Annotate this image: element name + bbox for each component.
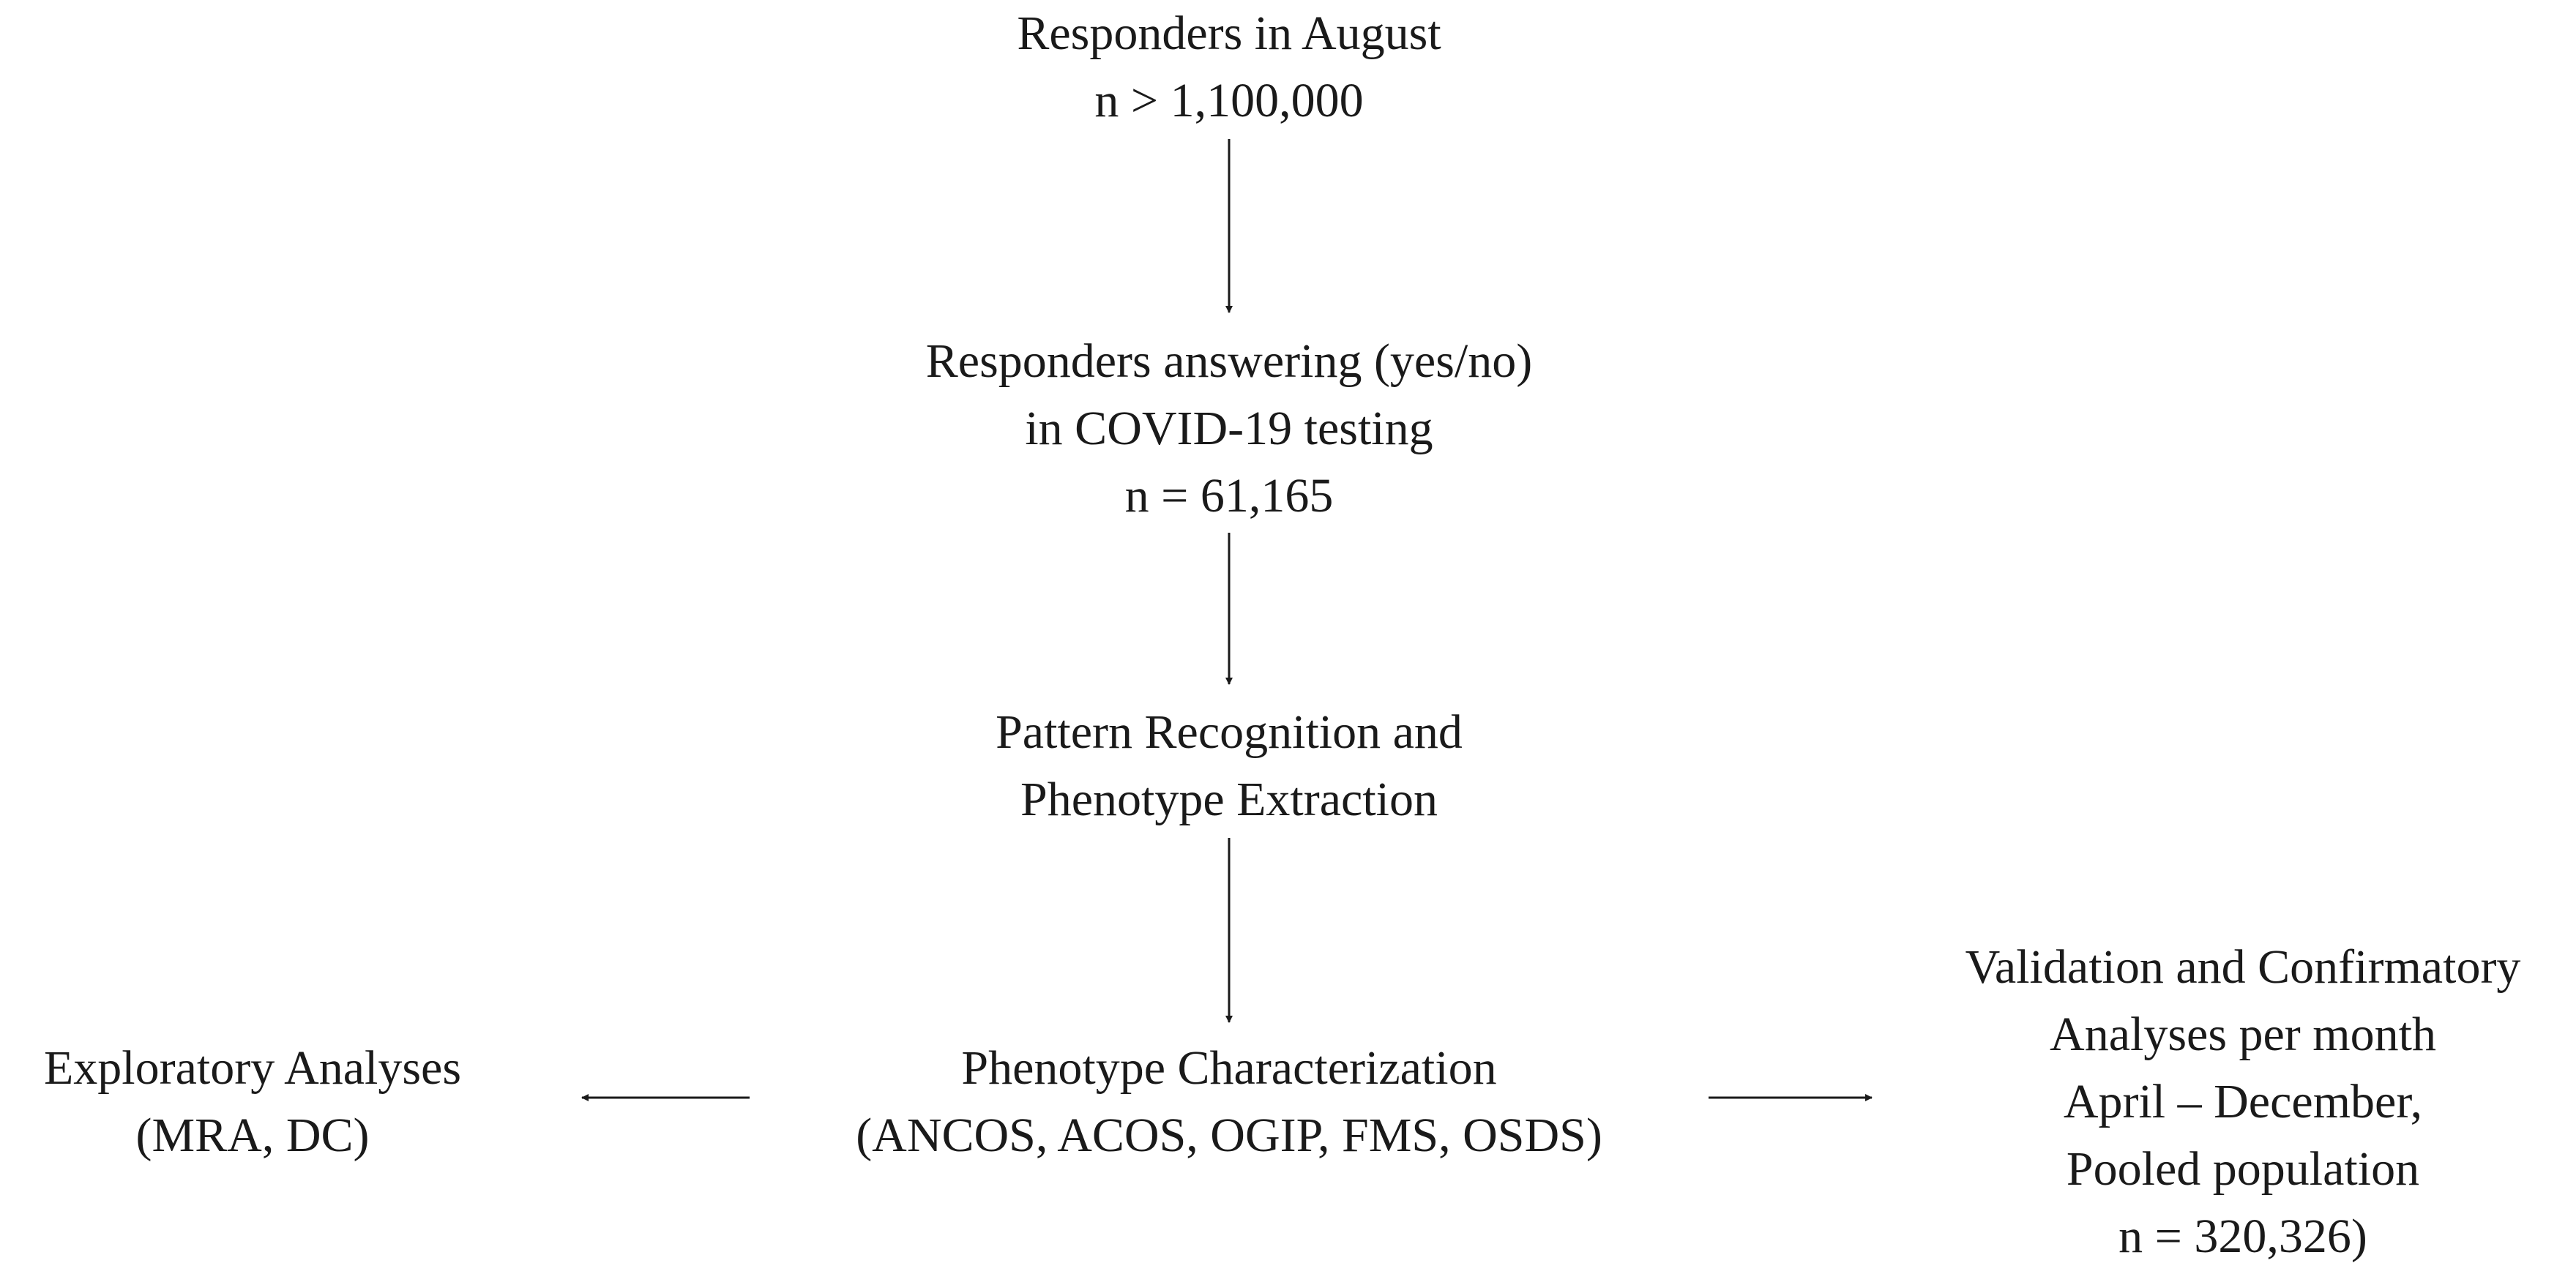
node-validation-analyses-line-2: Analyses per month [2050,1008,2436,1061]
node-exploratory-analyses-line-1: Exploratory Analyses [43,1041,462,1095]
node-responders-testing-line-3: n = 61,165 [1124,469,1334,522]
node-validation-analyses-line-5: n = 320,326) [2118,1210,2367,1263]
node-pattern-recognition: Pattern Recognition and Phenotype Extrac… [848,699,1610,833]
node-responders-august-line-1: Responders in August [1017,7,1441,60]
node-responders-testing: Responders answering (yes/no) in COVID-1… [790,328,1668,530]
node-phenotype-characterization: Phenotype Characterization (ANCOS, ACOS,… [775,1035,1683,1169]
node-exploratory-analyses: Exploratory Analyses (MRA, DC) [0,1035,505,1169]
node-pattern-recognition-line-2: Phenotype Extraction [1020,773,1438,826]
node-responders-testing-line-2: in COVID-19 testing [1025,402,1433,455]
node-responders-testing-line-1: Responders answering (yes/no) [925,334,1533,388]
node-validation-analyses: Validation and Confirmatory Analyses per… [1910,934,2576,1270]
node-exploratory-analyses-line-2: (MRA, DC) [135,1109,370,1162]
node-responders-august: Responders in August n > 1,100,000 [848,0,1610,135]
node-pattern-recognition-line-1: Pattern Recognition and [996,705,1463,759]
node-validation-analyses-line-4: Pooled population [2066,1142,2420,1196]
node-phenotype-characterization-line-1: Phenotype Characterization [961,1041,1497,1095]
node-validation-analyses-line-3: April – December, [2063,1075,2423,1128]
node-responders-august-line-2: n > 1,100,000 [1094,74,1364,127]
node-phenotype-characterization-line-2: (ANCOS, ACOS, OGIP, FMS, OSDS) [856,1109,1602,1162]
node-validation-analyses-line-1: Validation and Confirmatory [1965,940,2521,994]
